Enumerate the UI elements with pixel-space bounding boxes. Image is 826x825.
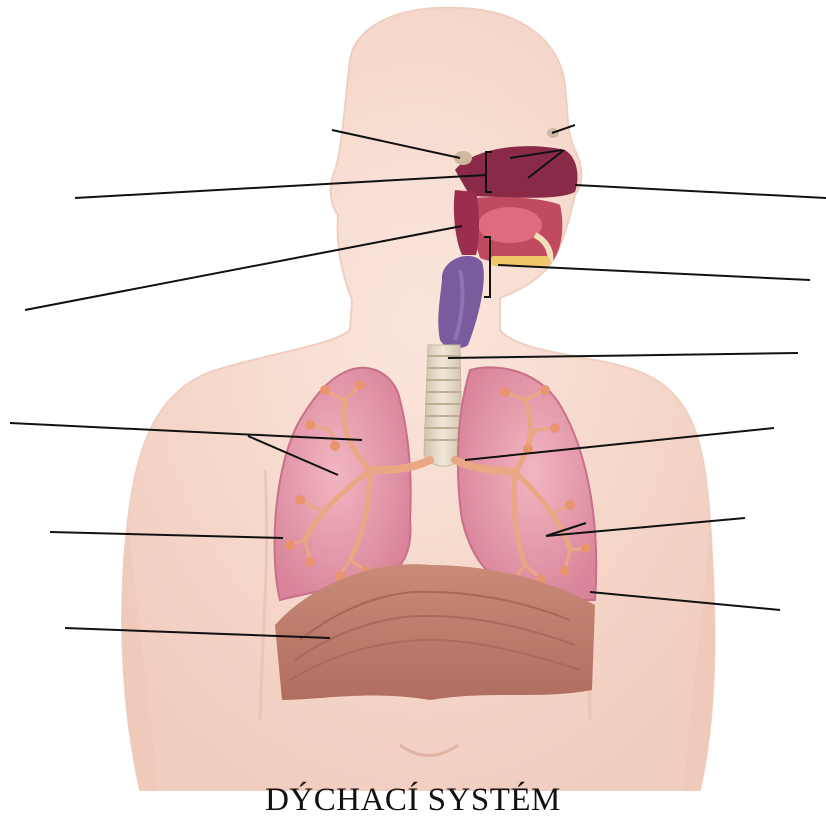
trachea: [424, 345, 462, 466]
leader-line-7: [575, 185, 826, 198]
leader-line-8: [498, 265, 810, 280]
diagram-title: DÝCHACÍ SYSTÉM: [0, 782, 826, 822]
